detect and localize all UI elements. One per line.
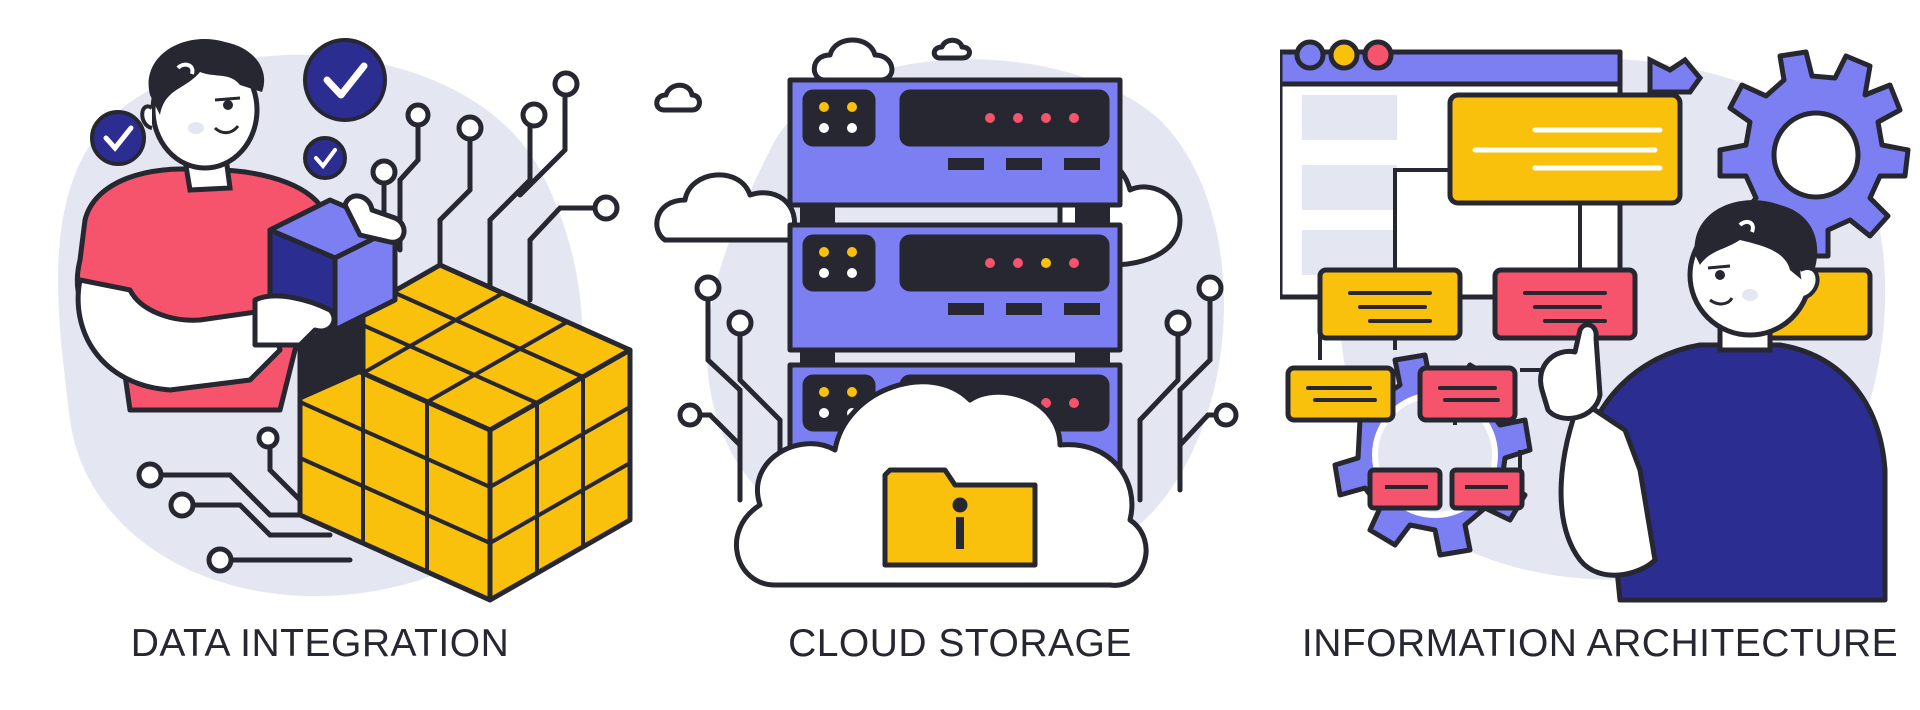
- folder-icon: [882, 467, 1038, 568]
- server-unit: [787, 77, 1123, 208]
- sitemap-card: [1317, 267, 1463, 341]
- information-architecture-illustration: [1280, 39, 1911, 603]
- check-icon: [90, 110, 146, 166]
- server-leds: [819, 102, 1100, 418]
- panel-data-integration: DATA INTEGRATION: [0, 0, 640, 710]
- sitemap-card: [1449, 467, 1525, 511]
- sitemap-card: [1417, 365, 1518, 423]
- caption-information-architecture: INFORMATION ARCHITECTURE: [1301, 622, 1899, 665]
- circuit-icon: [136, 70, 620, 574]
- server-unit: [787, 222, 1123, 353]
- person-arm: [75, 277, 283, 393]
- data-integration-illustration: [58, 38, 633, 603]
- person-hand: [342, 193, 407, 245]
- sitemap-card: [1367, 467, 1443, 511]
- person-hand: [1538, 322, 1603, 421]
- person-hair: [1694, 200, 1818, 285]
- person-hand: [252, 293, 337, 348]
- caption-cloud-storage: CLOUD STORAGE: [788, 622, 1132, 665]
- person-hair: [148, 38, 265, 116]
- check-icon: [303, 38, 387, 122]
- caption-data-integration: DATA INTEGRATION: [130, 622, 510, 665]
- panel-information-architecture: INFORMATION ARCHITECTURE: [1280, 0, 1920, 710]
- sitemap-card: [1492, 267, 1638, 341]
- cloud-storage-illustration: [654, 37, 1239, 588]
- sitemap-card: [1447, 92, 1683, 206]
- person-arm: [1558, 397, 1658, 578]
- panel-cloud-storage: CLOUD STORAGE: [640, 0, 1280, 710]
- check-icon: [303, 136, 347, 180]
- circuit-icon: [677, 274, 1239, 503]
- person-shirt: [1577, 342, 1888, 603]
- sitemap-card: [1285, 365, 1396, 423]
